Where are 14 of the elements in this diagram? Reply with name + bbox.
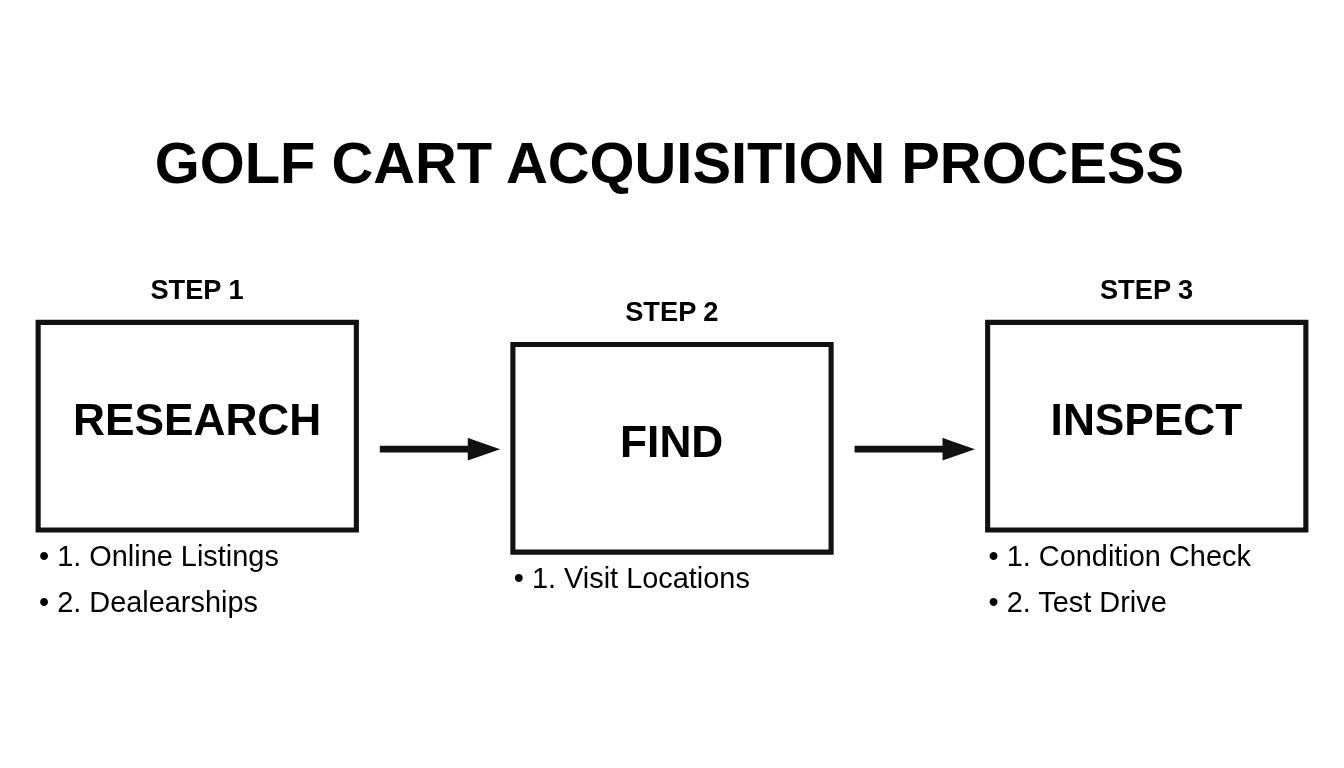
- node-box: RESEARCH: [35, 319, 359, 533]
- node-label: • 2. Dealearships: [38, 585, 258, 618]
- node-label: • 1. Online Listings: [38, 539, 279, 572]
- node-label: • 1. Visit Locations: [513, 561, 750, 594]
- node-label: STEP 1: [150, 273, 244, 305]
- node-label: STEP 3: [1099, 273, 1194, 305]
- arrow: [379, 437, 501, 460]
- arrow: [854, 437, 975, 460]
- node-label: • 2. Test Drive: [988, 585, 1167, 618]
- node-label: STEP 2: [625, 295, 719, 327]
- diagram-title: GOLF CART ACQUISITION PROCESS: [154, 130, 1185, 195]
- node-label: • 1. Condition Check: [988, 539, 1251, 572]
- node-box: INSPECT: [985, 319, 1309, 533]
- node-box: FIND: [510, 341, 834, 555]
